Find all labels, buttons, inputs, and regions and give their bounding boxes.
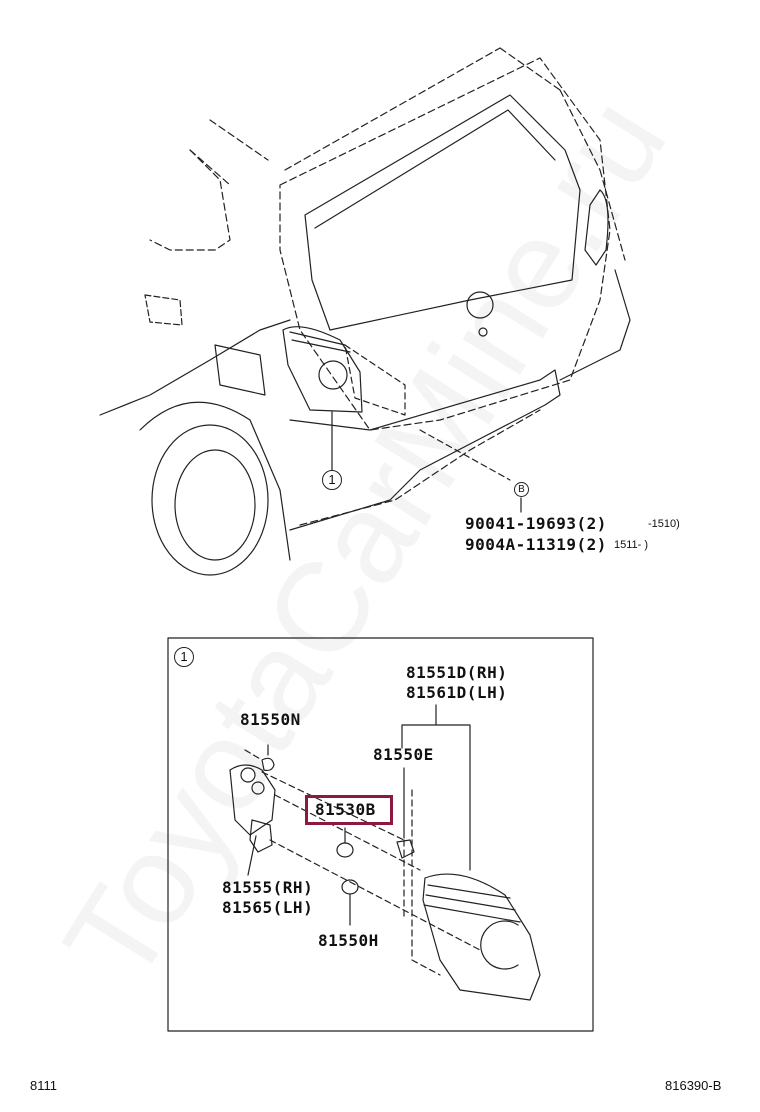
car-right-side <box>559 269 631 381</box>
socket-main <box>229 764 276 836</box>
bulb-n <box>261 757 275 772</box>
highlight-box <box>305 795 393 825</box>
car-wheel-arch <box>139 401 291 561</box>
leader-bolt <box>344 344 406 416</box>
part-note-2: 1511- ) <box>614 539 649 551</box>
car-side-panel <box>144 294 183 326</box>
car-rear-window <box>304 94 581 331</box>
detail-ref-circle: 1 <box>174 647 194 667</box>
bulb-e <box>396 839 415 859</box>
label-bulb-h[interactable]: 81550H <box>318 931 379 950</box>
car-side-window <box>149 149 231 251</box>
label-socket-lh[interactable]: 81565(LH) <box>222 898 314 917</box>
label-lens-rh[interactable]: 81551D(RH) <box>406 663 508 682</box>
car-emblem <box>466 291 494 319</box>
footer-right-code: 816390-B <box>665 1078 722 1093</box>
lens-assembly <box>422 873 541 1001</box>
dash-top <box>244 749 405 921</box>
dash-mid <box>274 794 421 871</box>
part-number-1[interactable]: 90041-19693(2) <box>465 514 607 533</box>
label-socket-rh[interactable]: 81555(RH) <box>222 878 314 897</box>
car-right-edge <box>584 189 609 266</box>
car-tail-lamp <box>282 326 363 413</box>
label-highlighted-part[interactable]: 81530B <box>315 800 376 819</box>
car-rear-hatch <box>279 57 611 431</box>
leader-to-b <box>419 429 511 481</box>
car-bumper-lower <box>299 409 541 526</box>
part-number-2[interactable]: 9004A-11319(2) <box>465 535 607 554</box>
bulb-h <box>341 879 359 895</box>
car-rear-wheel-hub <box>174 449 256 561</box>
bulb-530b <box>336 842 354 858</box>
socket-small <box>249 819 273 853</box>
car-keyhole <box>478 327 488 337</box>
dash-right <box>411 789 441 976</box>
car-rear-bumper <box>289 369 561 531</box>
label-bulb-e[interactable]: 81550E <box>373 745 434 764</box>
car-rear-wheel <box>151 424 269 576</box>
part-note-1: -1510) <box>648 518 680 530</box>
detail-frame <box>167 637 594 1032</box>
ref-circle-b: B <box>514 482 529 497</box>
car-fuel-door <box>214 344 266 396</box>
label-lens-lh[interactable]: 81561D(LH) <box>406 683 508 702</box>
car-roof-line <box>189 47 626 261</box>
label-bulb-n[interactable]: 81550N <box>240 710 301 729</box>
lens-bracket <box>401 704 471 871</box>
car-inner-window-edge <box>314 109 556 229</box>
car-side-body <box>99 319 291 416</box>
footer-left-code: 8111 <box>30 1078 57 1093</box>
ref-circle-1: 1 <box>322 470 342 490</box>
dash-low <box>269 839 481 951</box>
